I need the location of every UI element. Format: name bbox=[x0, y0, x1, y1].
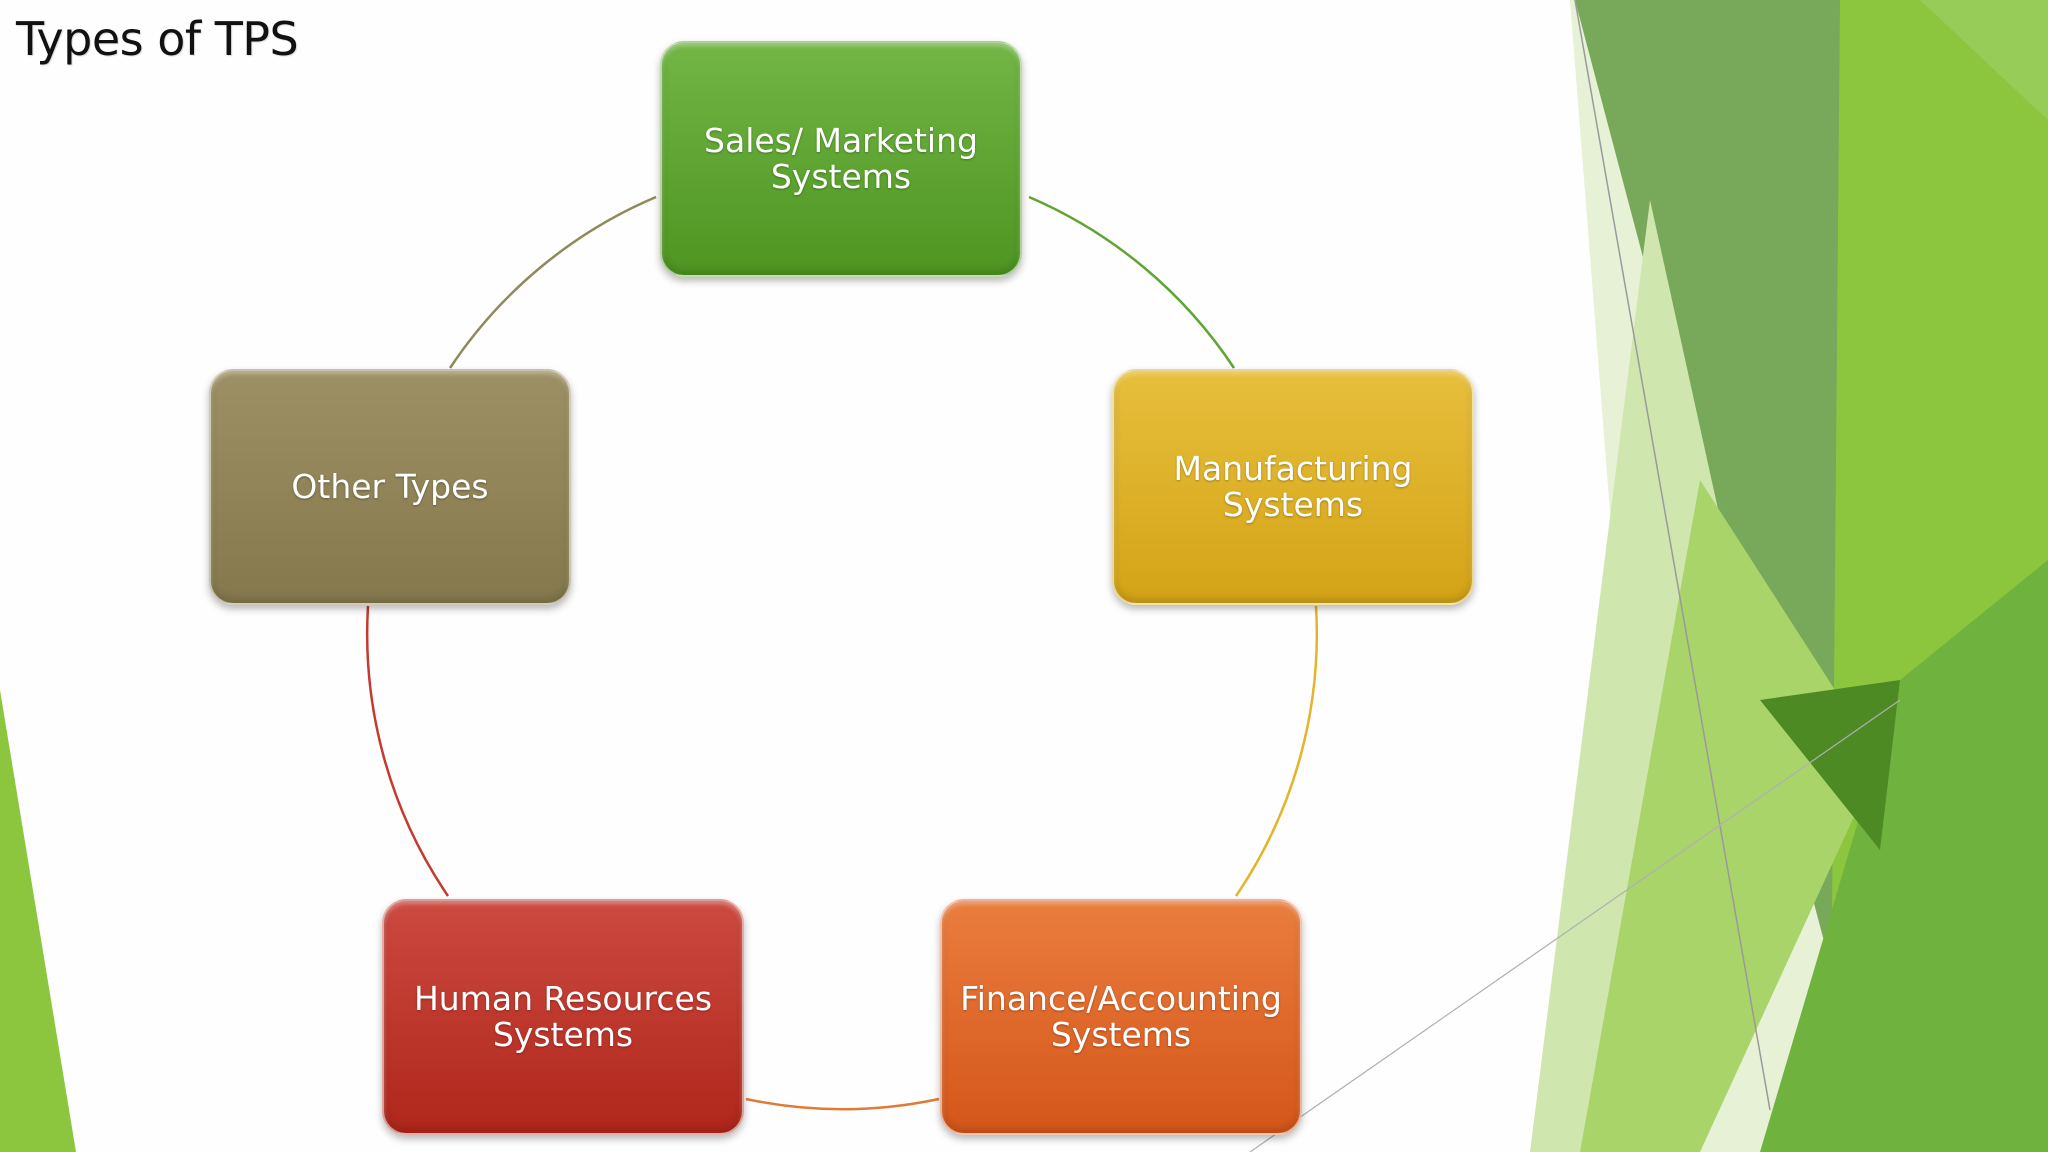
guide-line-2 bbox=[1249, 699, 1901, 1152]
node-label: Finance/Accounting Systems bbox=[960, 979, 1282, 1054]
node-label: Other Types bbox=[291, 467, 489, 506]
cycle-arc-hr-other bbox=[365, 605, 450, 897]
right-facet-top bbox=[1920, 0, 2048, 120]
node-manufacturing-systems: Manufacturing Systems bbox=[1112, 369, 1474, 605]
guide-line-1 bbox=[1574, 0, 1771, 1111]
node-sales-marketing-systems: Sales/ Marketing Systems bbox=[660, 41, 1022, 277]
cycle-arc-manufacturing-finance bbox=[1234, 605, 1319, 897]
cycle-arc-other-sales bbox=[448, 195, 657, 369]
right-facet-dark bbox=[1760, 680, 1900, 850]
cycle-arc-sales-manufacturing bbox=[1028, 195, 1236, 369]
node-label: Sales/ Marketing Systems bbox=[704, 121, 978, 196]
slide-title: Types of TPS bbox=[16, 12, 299, 66]
node-human-resources-systems: Human Resources Systems bbox=[382, 899, 744, 1135]
node-label: Manufacturing Systems bbox=[1173, 449, 1413, 524]
node-other-types: Other Types bbox=[209, 369, 571, 605]
right-facet-green-low bbox=[1760, 560, 2048, 1152]
cycle-arc-finance-hr bbox=[745, 1097, 940, 1111]
right-facet-lime bbox=[1580, 480, 1880, 1152]
node-label: Human Resources Systems bbox=[413, 979, 713, 1054]
node-finance-accounting-systems: Finance/Accounting Systems bbox=[940, 899, 1302, 1135]
left-accent-shape bbox=[0, 690, 76, 1152]
right-facet-light bbox=[1530, 200, 1760, 1152]
